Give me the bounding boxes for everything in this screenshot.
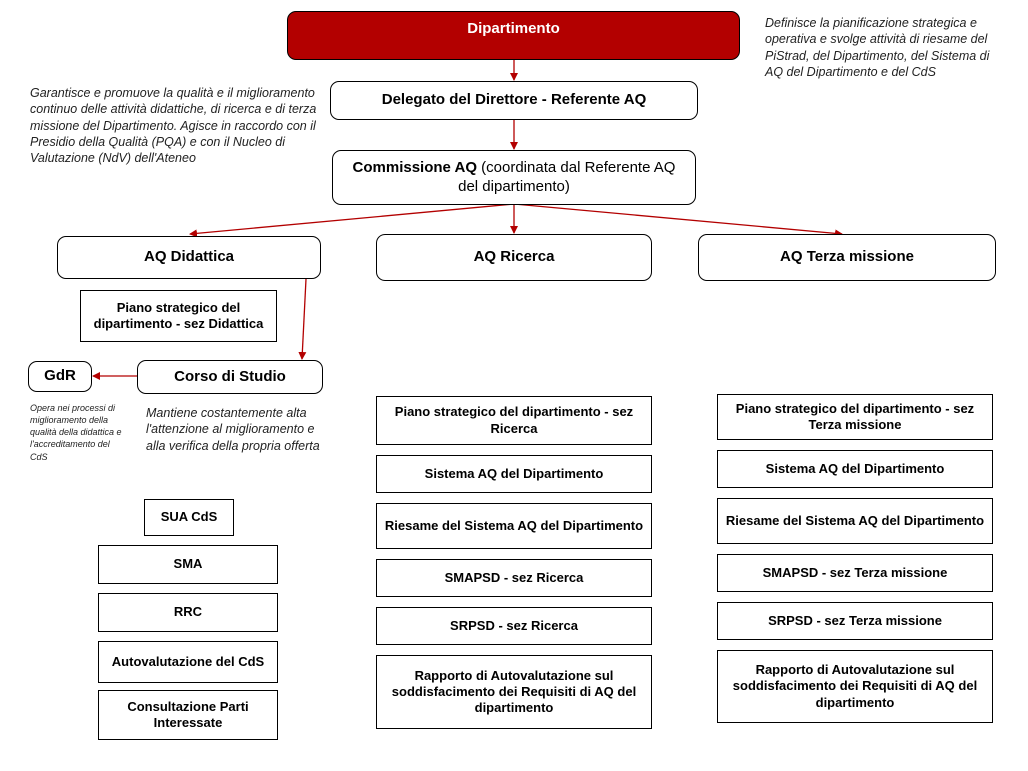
commission-subtitle-2: del dipartimento) (458, 177, 570, 195)
commission-box: Commissione AQ (coordinata dal Referente… (332, 150, 696, 205)
gdr-note: Opera nei processi di miglioramento dell… (30, 403, 122, 462)
didattica-doc-rrc: RRC (98, 593, 278, 632)
didattica-doc-consultazione: Consultazione Parti Interessate (98, 690, 278, 740)
department-note: Definisce la pianificazione strategica e… (765, 16, 990, 79)
corso-note: Mantiene costantemente alta l'attenzione… (146, 406, 320, 453)
delegate-box: Delegato del Direttore - Referente AQ (330, 81, 698, 120)
ricerca-doc-rapporto: Rapporto di Autovalutazione sul soddisfa… (376, 655, 652, 729)
delegate-note: Garantisce e promuove la qualità e il mi… (30, 86, 317, 165)
ricerca-doc-sistema-aq: Sistema AQ del Dipartimento (376, 455, 652, 493)
terza-doc-riesame: Riesame del Sistema AQ del Dipartimento (717, 498, 993, 544)
ricerca-doc-srpsd: SRPSD - sez Ricerca (376, 607, 652, 645)
gdr-box: GdR (28, 361, 92, 392)
ricerca-doc-smapsd: SMAPSD - sez Ricerca (376, 559, 652, 597)
ricerca-doc-riesame: Riesame del Sistema AQ del Dipartimento (376, 503, 652, 549)
branch-terza-missione: AQ Terza missione (698, 234, 996, 281)
terza-doc-sistema-aq: Sistema AQ del Dipartimento (717, 450, 993, 488)
didattica-piano-strategico: Piano strategico del dipartimento - sez … (80, 290, 277, 342)
didattica-doc-autovalutazione: Autovalutazione del CdS (98, 641, 278, 683)
terza-doc-srpsd: SRPSD - sez Terza missione (717, 602, 993, 640)
arrow-commission-to-terza (513, 203, 843, 238)
didattica-doc-sua-cds: SUA CdS (144, 499, 234, 536)
ricerca-doc-piano-strategico: Piano strategico del dipartimento - sez … (376, 396, 652, 445)
didattica-doc-sma: SMA (98, 545, 278, 584)
branch-ricerca: AQ Ricerca (376, 234, 652, 281)
corso-di-studio-box: Corso di Studio (137, 360, 323, 394)
arrow-didattica-to-corso (298, 278, 307, 360)
terza-doc-piano-strategico: Piano strategico del dipartimento - sez … (717, 394, 993, 440)
commission-subtitle-1: (coordinata dal Referente AQ (477, 158, 676, 176)
terza-doc-rapporto: Rapporto di Autovalutazione sul soddisfa… (717, 650, 993, 723)
commission-title: Commissione AQ (352, 158, 477, 176)
arrow-commission-to-didattica (189, 203, 515, 238)
branch-didattica: AQ Didattica (57, 236, 321, 279)
department-box: Dipartimento (287, 11, 740, 60)
terza-doc-smapsd: SMAPSD - sez Terza missione (717, 554, 993, 592)
